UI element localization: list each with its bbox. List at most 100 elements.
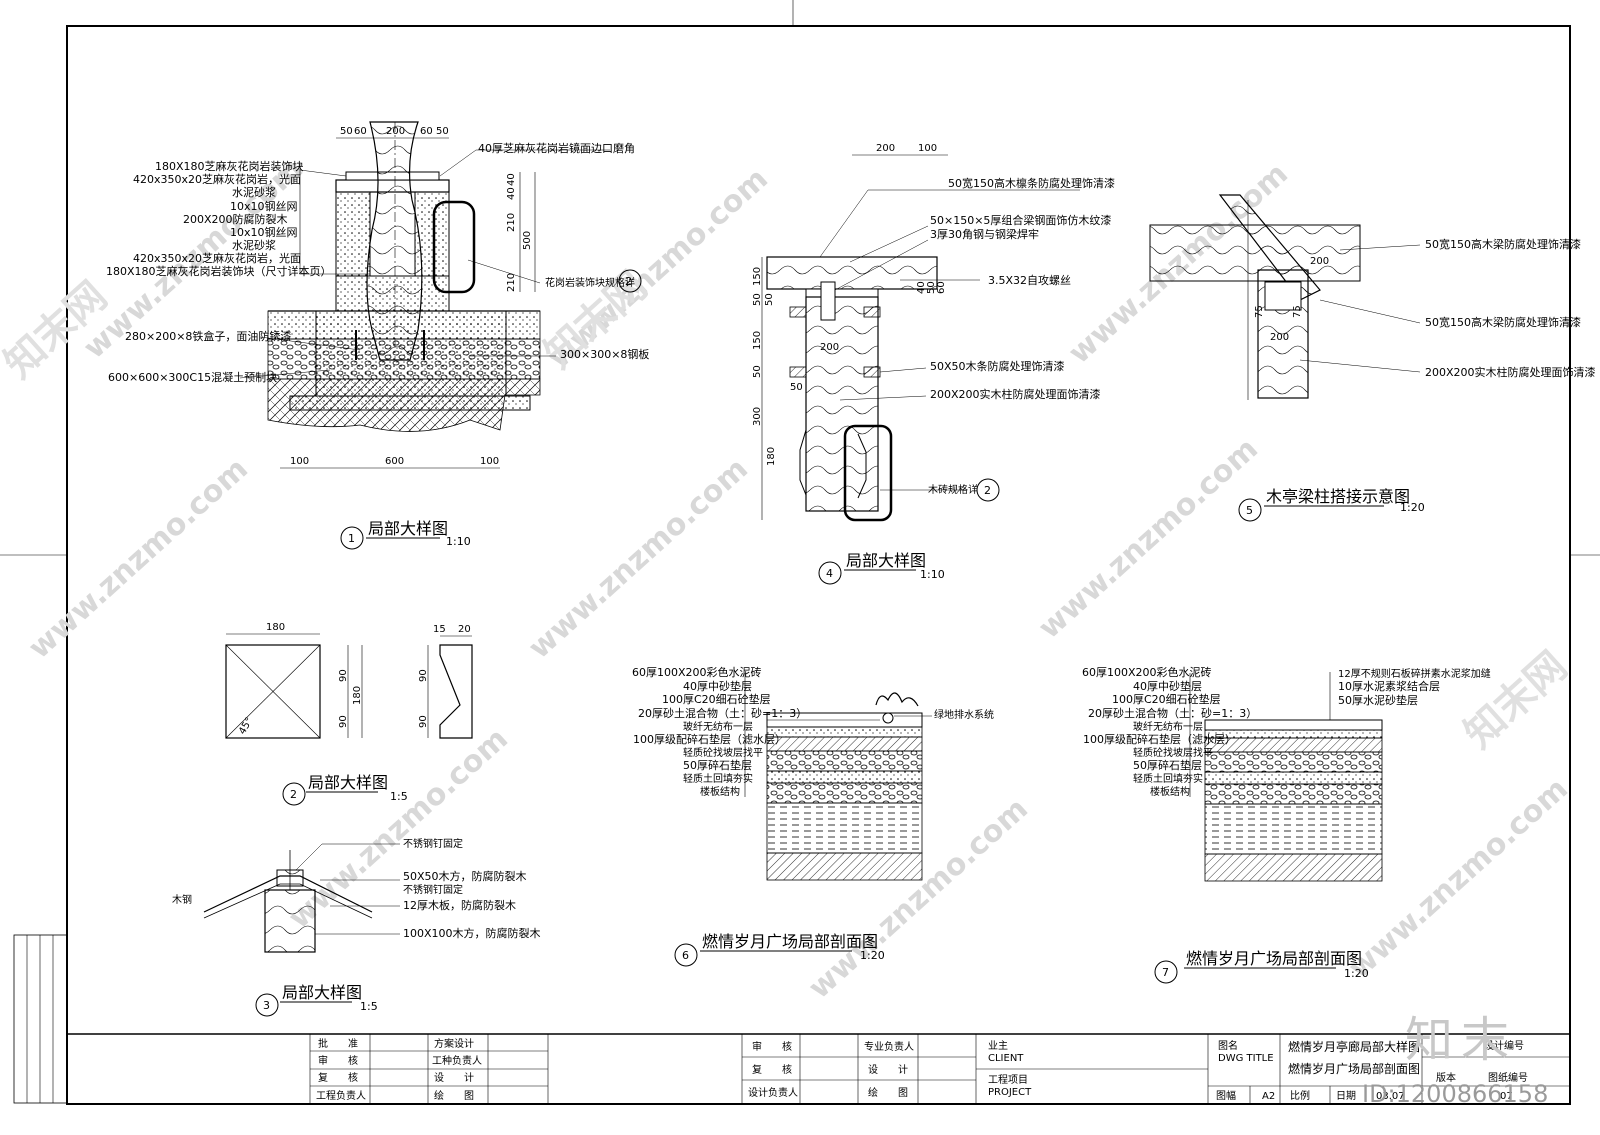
dwg-title-label-en: DWG TITLE: [1218, 1053, 1274, 1064]
annotation: 水泥砂浆: [232, 185, 276, 199]
dim-label: 180: [766, 447, 777, 466]
layer-label: 50厚碎石垫层: [683, 758, 752, 772]
annotation: 40厚芝麻灰花岗岩镜面边口磨角: [478, 141, 635, 155]
layer-label: 50厚水泥砂垫层: [1338, 693, 1418, 707]
brand-logo: 知末: [1405, 1012, 1518, 1068]
layer-label: 10厚水泥素浆结合层: [1338, 679, 1440, 693]
date-label: 日期: [1336, 1090, 1356, 1102]
annotation: 木砖规格详: [928, 483, 978, 496]
dim-label: 180: [266, 622, 285, 633]
dim-label: 210: [506, 213, 517, 232]
dim-label: 40: [506, 173, 517, 186]
detail-title: 局部大样图: [308, 773, 388, 792]
annotation: 50X50木方，防腐防裂木: [403, 869, 527, 883]
tb-cell: 批 准: [318, 1037, 358, 1050]
annotation: 10x10钢丝网: [230, 200, 298, 213]
dim-label: 45°: [237, 716, 255, 737]
dim-label: 50: [752, 293, 763, 306]
layer-label: 楼板结构: [1150, 785, 1190, 798]
watermark: www.znzmo.com: [22, 451, 255, 666]
title-block: 批 准 审 核 复 核 工程负责人 方案设计 工种负责人 设 计 绘 图 审 核…: [67, 1033, 1570, 1104]
annotation: 200X200实木柱防腐处理面饰清漆: [1425, 365, 1596, 379]
dim-label: 40: [506, 187, 517, 200]
dim-label: 200: [1270, 332, 1289, 343]
dim-label: 50: [926, 281, 937, 294]
highlight-box: [432, 200, 476, 294]
dim-label: 50: [790, 382, 803, 393]
detail-6: 绿地排水系统 60厚100X200彩色水泥砖 40厚中砂垫层 100厚C20细石…: [632, 665, 994, 967]
detail-7: 60厚100X200彩色水泥砖 40厚中砂垫层 100厚C20细石砼垫层 20厚…: [1082, 665, 1491, 984]
annotation: 50宽150高木梁防腐处理饰清漆: [1425, 237, 1581, 251]
dim-label: 15: [433, 624, 446, 635]
date-value: 03.07: [1376, 1091, 1405, 1102]
detail-scale: 1:20: [1344, 967, 1369, 980]
annotation: 不锈钢钉固定: [403, 837, 463, 850]
highlight-box: [843, 424, 893, 522]
detail-title: 局部大样图: [846, 551, 926, 570]
dim-label: 90: [418, 715, 429, 728]
detail-5: 200 75 75 200 50宽150高木梁防腐处理饰清漆 50宽150高木梁…: [1149, 194, 1596, 522]
layer-label: 轻质土回填夯实: [1133, 772, 1203, 785]
detail-title: 局部大样图: [282, 983, 362, 1002]
dim-label: 200: [820, 342, 839, 353]
annotation: 420x350x20芝麻灰花岗岩，光面: [133, 251, 301, 265]
dim-label: 90: [418, 669, 429, 682]
annotation: 50宽150高木梁防腐处理饰清漆: [1425, 315, 1581, 329]
annotation: 100X100木方，防腐防裂木: [403, 926, 541, 940]
reference-number: 2: [625, 275, 632, 288]
watermark-cn: 知末网: [1456, 643, 1576, 757]
annotation: 600×600×300C15混凝土预制块: [108, 370, 277, 384]
annotation: 花岗岩装饰块规格详: [545, 276, 635, 289]
dim-label: 100: [290, 456, 309, 467]
annotation: 180X180芝麻灰花岗岩装饰块（尺寸详本页）: [106, 264, 332, 278]
layer-label: 100厚C20细石砼垫层: [662, 692, 771, 706]
dim-label: 20: [458, 624, 471, 635]
dim-label: 210: [506, 273, 517, 292]
dim-label: 60: [354, 126, 367, 137]
drawing-title: 燃情岁月亭廊局部大样图: [1288, 1039, 1420, 1054]
dim-label: 150: [752, 331, 763, 350]
dwg-title-label: 图名: [1218, 1039, 1238, 1052]
tb-cell: 设 计: [434, 1071, 474, 1084]
version-label: 版本: [1436, 1071, 1456, 1084]
annotation: 50X50木条防腐处理饰清漆: [930, 359, 1065, 373]
owner-label: 业主: [988, 1040, 1008, 1052]
detail-scale: 1:10: [920, 568, 945, 581]
detail-title: 局部大样图: [368, 519, 448, 538]
detail-number: 5: [1246, 504, 1253, 517]
detail-number: 2: [290, 788, 297, 801]
annotation: 绿地排水系统: [934, 708, 994, 721]
detail-number: 6: [682, 949, 689, 962]
dim-label: 60: [420, 126, 433, 137]
dim-label: 100: [918, 143, 937, 154]
dim-label: 60: [936, 281, 947, 294]
layer-label: 20厚砂土混合物（土：砂=1：3）: [1088, 706, 1257, 720]
annotation: 3厚30角钢与钢梁焊牢: [930, 227, 1039, 241]
tb-cell: 设 计: [868, 1063, 908, 1076]
annotation: 不锈钢钉固定: [403, 883, 463, 896]
annotation: 420x350x20芝麻灰花岗岩，光面: [133, 172, 301, 186]
annotation: 12厚木板，防腐防裂木: [403, 898, 516, 912]
layer-label: 轻质土回填夯实: [683, 772, 753, 785]
annotation: 水泥砂浆: [232, 238, 276, 252]
detail-title: 燃情岁月广场局部剖面图: [702, 932, 878, 951]
detail-number: 7: [1162, 966, 1169, 979]
tb-cell: 设计负责人: [748, 1086, 798, 1099]
layer-label: 40厚中砂垫层: [683, 679, 752, 693]
annotation: 200X200实木柱防腐处理面饰清漆: [930, 387, 1101, 401]
format-label: 图幅: [1216, 1089, 1236, 1102]
annotation: 3.5X32自攻螺丝: [988, 273, 1071, 287]
dim-label: 90: [338, 669, 349, 682]
dim-label: 200: [876, 143, 895, 154]
annotation: 50×150×5厚组合梁钢面饰仿木纹漆: [930, 213, 1111, 227]
dim-label: 75: [1292, 305, 1303, 318]
dim-label: 200: [1310, 256, 1329, 267]
layer-label: 60厚100X200彩色水泥砖: [632, 665, 762, 679]
dim-label: 300: [752, 407, 763, 426]
annotation: 280×200×8铁盒子，面油防锈漆: [125, 329, 291, 343]
reference-number: 2: [984, 484, 991, 497]
dim-label: 200: [386, 126, 405, 137]
detail-number: 1: [348, 532, 355, 545]
detail-scale: 1:5: [390, 790, 408, 803]
